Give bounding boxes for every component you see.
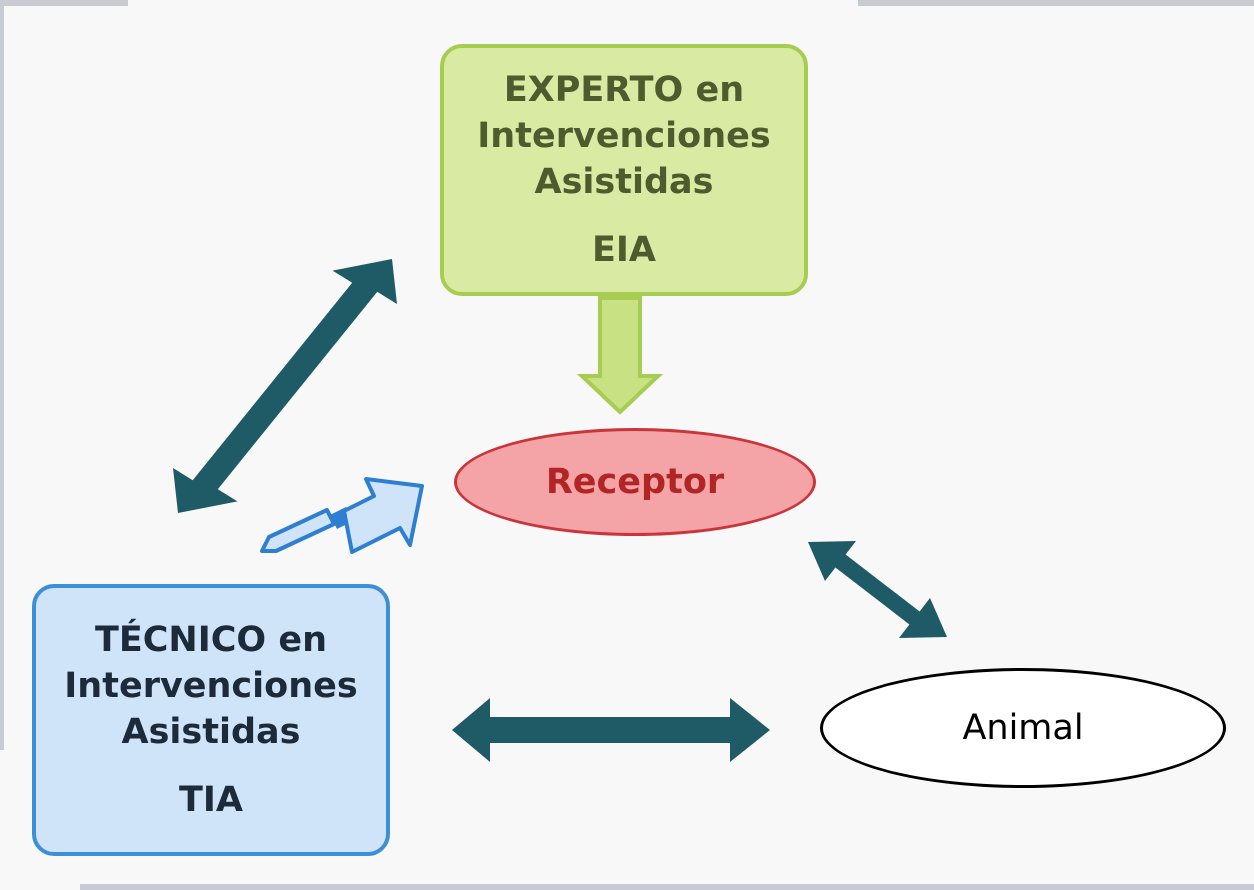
arrow-tia-animal xyxy=(452,698,770,762)
receptor-label: Receptor xyxy=(545,462,725,502)
frame-left-edge xyxy=(0,0,4,750)
tia-title-line-2: Intervenciones xyxy=(64,666,358,706)
tia-abbreviation: TIA xyxy=(179,780,243,820)
eia-title-line-1: EXPERTO en xyxy=(503,70,745,110)
arrow-eia-receptor xyxy=(576,296,664,415)
node-receptor: Receptor xyxy=(454,428,816,536)
node-animal: Animal xyxy=(820,668,1226,788)
frame-top-right xyxy=(858,0,1254,6)
animal-label: Animal xyxy=(962,708,1084,748)
frame-bottom xyxy=(80,884,1254,890)
tia-title-line-3: Asistidas xyxy=(121,712,301,752)
node-tia: TÉCNICO en Intervenciones Asistidas TIA xyxy=(32,584,390,856)
arrow-tia-eia xyxy=(173,259,397,513)
arrow-receptor-animal xyxy=(808,541,947,638)
eia-abbreviation: EIA xyxy=(591,230,657,270)
eia-title-line-3: Asistidas xyxy=(534,162,714,202)
node-eia: EXPERTO en Intervenciones Asistidas EIA xyxy=(440,44,808,296)
arrow-tia-receptor xyxy=(260,477,424,554)
tia-title-line-1: TÉCNICO en xyxy=(94,620,328,660)
eia-title-line-2: Intervenciones xyxy=(477,116,771,156)
frame-top-left xyxy=(0,0,128,6)
